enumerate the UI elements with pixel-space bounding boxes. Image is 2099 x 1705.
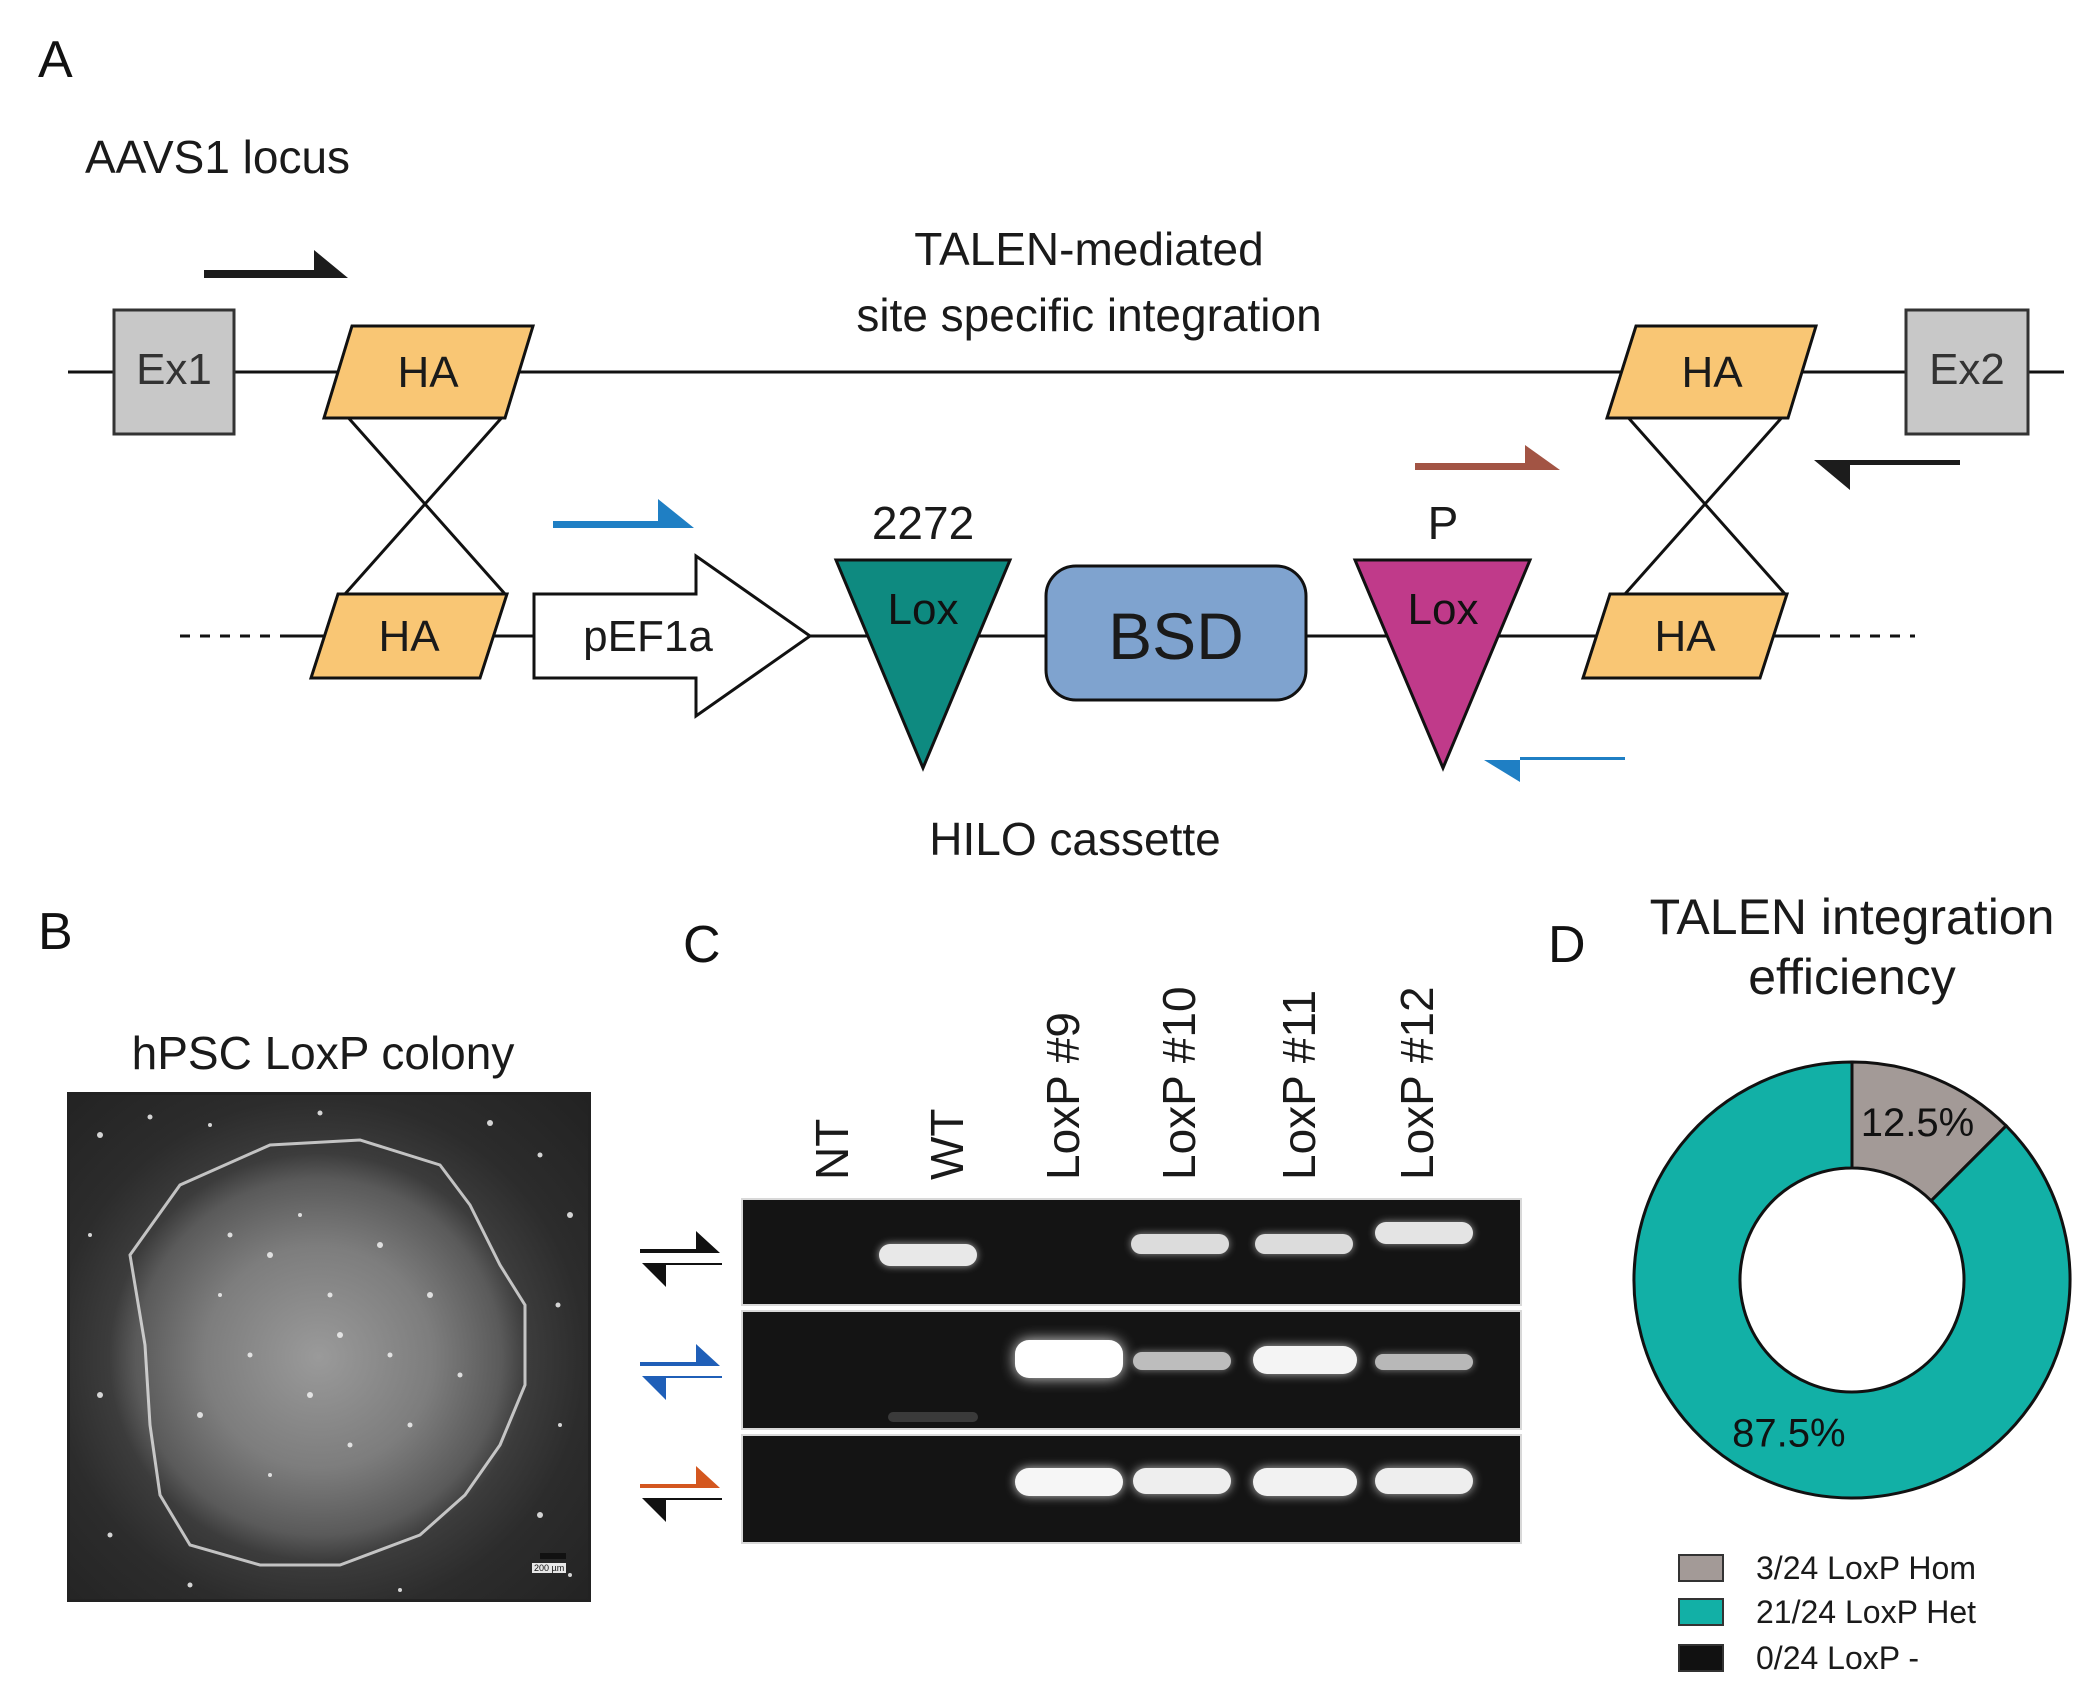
legend-label-neg: 0/24 LoxP - (1756, 1640, 1920, 1676)
exon2-box (1904, 308, 2030, 436)
legend-swatch-het (1678, 1598, 1724, 1626)
primer-blue-reverse-icon (1484, 757, 1625, 782)
gel-band (1015, 1340, 1123, 1378)
ha-genomic-left (321, 324, 536, 420)
gene-construct-diagram (68, 250, 2064, 782)
chart-title-line1: TALEN integration (1649, 889, 2055, 945)
scale-bar (540, 1553, 566, 1559)
lane-label-wt: WT (921, 1108, 973, 1180)
gel-band (1375, 1354, 1473, 1370)
gel-band (879, 1244, 977, 1266)
talen-label-line2: site specific integration (856, 289, 1322, 341)
legend-label-het: 21/24 LoxP Het (1756, 1594, 1977, 1630)
pef1a-promoter-arrow (532, 553, 813, 719)
donut-slice-loxp-het (1632, 1060, 2072, 1500)
gel-band (888, 1412, 978, 1422)
lox2272-triangle (833, 558, 1013, 772)
gel-band (1375, 1222, 1473, 1244)
loxp-lox-label: Lox (1407, 585, 1479, 634)
donut-slice-label: 12.5% (1861, 1101, 1974, 1145)
colony-title: hPSC LoxP colony (131, 1027, 515, 1079)
lox2272-label: Lox (887, 585, 959, 634)
panel-letter-b: B (38, 903, 73, 961)
exon1-label: Ex1 (136, 345, 212, 394)
legend-swatch-hom (1678, 1554, 1724, 1582)
lane-label-loxp-9: LoxP #9 (1037, 1012, 1089, 1180)
ha-cassette-right-label: HA (1654, 612, 1716, 661)
crossover-left (343, 413, 507, 595)
ha-cassette-left-label: HA (378, 612, 440, 661)
lane-label-loxp-12: LoxP #12 (1391, 986, 1443, 1180)
lane-label-loxp-10: LoxP #10 (1153, 986, 1205, 1180)
chart-legend: 3/24 LoxP Hom 21/24 LoxP Het 0/24 LoxP - (1678, 1548, 2078, 1698)
primer-black-reverse-icon (1814, 460, 1960, 490)
gel-band (1133, 1468, 1231, 1494)
panel-letter-a: A (38, 31, 73, 89)
gel-row-2 (741, 1310, 1522, 1430)
donut-chart: 12.5% 87.5% (1632, 1060, 2072, 1500)
primer-brown-forward-icon (1415, 445, 1560, 470)
panel-letter-d: D (1548, 916, 1586, 974)
blue-blue-primers-icon (640, 1344, 722, 1400)
lane-label-loxp-11: LoxP #11 (1273, 989, 1325, 1180)
talen-label-line1: TALEN-mediated (914, 223, 1264, 275)
donut-slice-label: 87.5% (1732, 1411, 1845, 1455)
gel-row-1 (741, 1198, 1522, 1306)
exon2-label: Ex2 (1929, 345, 2005, 394)
primer-blue-forward-icon (553, 499, 694, 528)
loxp-triangle (1352, 558, 1533, 772)
gel-band (1133, 1352, 1231, 1370)
colony-micrograph: 200 µm (67, 1092, 591, 1602)
ha-cassette-right (1580, 592, 1790, 680)
gel-band (1255, 1234, 1353, 1254)
ha-genomic-left-label: HA (397, 348, 459, 397)
colony-outline (88, 1110, 573, 1592)
gel-band (1131, 1234, 1229, 1254)
lane-label-nt: NT (806, 1118, 858, 1180)
pef1a-label: pEF1a (583, 612, 713, 661)
locus-label: AAVS1 locus (85, 131, 351, 183)
panel-letter-c: C (683, 916, 721, 974)
black-black-primers-icon (640, 1231, 722, 1287)
cassette-label: HILO cassette (929, 813, 1221, 865)
bsd-box (1044, 564, 1308, 702)
loxp-p-label: P (1427, 497, 1459, 549)
orange-black-primers-icon (640, 1466, 722, 1522)
ha-genomic-right (1604, 324, 1819, 420)
gel-band (1253, 1468, 1357, 1496)
ha-genomic-right-label: HA (1681, 348, 1743, 397)
crossover-right (1623, 413, 1787, 595)
chart-title-line2: efficiency (1748, 949, 1956, 1005)
lox2272-number: 2272 (871, 497, 975, 549)
primer-black-forward-icon (204, 250, 348, 278)
gel-band (1375, 1468, 1473, 1494)
scale-bar-label: 200 µm (532, 1563, 567, 1573)
legend-swatch-neg (1678, 1644, 1724, 1672)
ha-cassette-left (308, 592, 510, 680)
gel-row-3 (741, 1434, 1522, 1544)
gel-band (1015, 1468, 1123, 1496)
exon1-box (112, 308, 236, 436)
bsd-label: BSD (1108, 599, 1244, 673)
legend-label-hom: 3/24 LoxP Hom (1756, 1550, 1976, 1586)
gel-band (1253, 1346, 1357, 1374)
